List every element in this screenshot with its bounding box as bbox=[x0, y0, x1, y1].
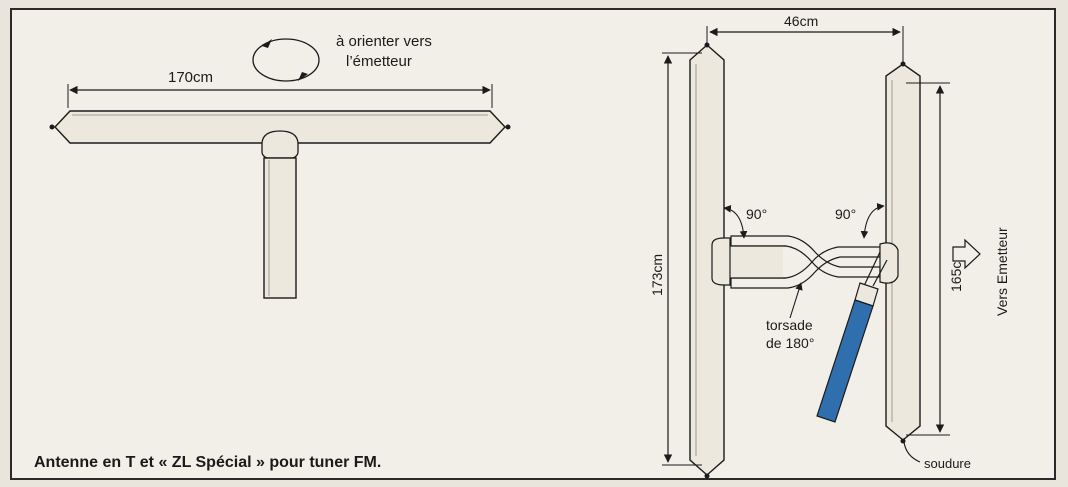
twist-pointer bbox=[789, 282, 803, 319]
rotation-note-line1: à orienter vers bbox=[336, 33, 432, 50]
right-junction bbox=[879, 242, 899, 284]
t-element-tip-left bbox=[49, 124, 55, 130]
coax-feedline bbox=[816, 251, 888, 423]
direction-arrow-icon bbox=[952, 238, 981, 270]
spacing-label: 46cm bbox=[784, 13, 818, 29]
t-junction bbox=[261, 130, 299, 159]
twist-label-line1: torsade bbox=[766, 317, 813, 333]
angle-arc-right bbox=[860, 202, 885, 239]
rotation-ellipse bbox=[252, 38, 320, 82]
figure-caption: Antenne en T et « ZL Spécial » pour tune… bbox=[34, 454, 382, 471]
twist-label-line2: de 180° bbox=[766, 335, 814, 351]
right-dipole-tip-top bbox=[900, 61, 906, 67]
rotation-note-line2: l’émetteur bbox=[346, 53, 412, 70]
right-dipole-tip-bottom bbox=[900, 438, 906, 444]
feed-wire-b bbox=[863, 251, 881, 287]
rotation-arrowhead-top bbox=[262, 39, 272, 48]
phasing-line-fill-left bbox=[731, 246, 783, 278]
angle-arc-left bbox=[723, 204, 748, 239]
angle-right-label: 90° bbox=[835, 206, 856, 222]
rotation-arrowhead-bottom bbox=[298, 72, 308, 81]
t-element-tip-right bbox=[505, 124, 511, 130]
solder-label: soudure bbox=[924, 456, 971, 471]
left-dipole-tip-top bbox=[704, 42, 710, 48]
zl-special-antenna: 46cm 173cm 165cm 90° 90° bbox=[649, 13, 1010, 479]
solder-pointer bbox=[903, 441, 921, 463]
t-antenna: 170cm à orienter vers l’émetteur bbox=[49, 33, 511, 299]
left-junction bbox=[711, 237, 731, 286]
direction-label: Vers Emetteur bbox=[994, 227, 1010, 316]
angle-left-label: 90° bbox=[746, 206, 767, 222]
coax-cable bbox=[816, 299, 874, 423]
t-length-label: 170cm bbox=[168, 69, 213, 86]
left-dipole-tip-bottom bbox=[704, 473, 710, 479]
left-height-label: 173cm bbox=[649, 254, 665, 296]
feed-wire-a bbox=[872, 259, 888, 287]
t-horizontal-element bbox=[54, 110, 506, 144]
